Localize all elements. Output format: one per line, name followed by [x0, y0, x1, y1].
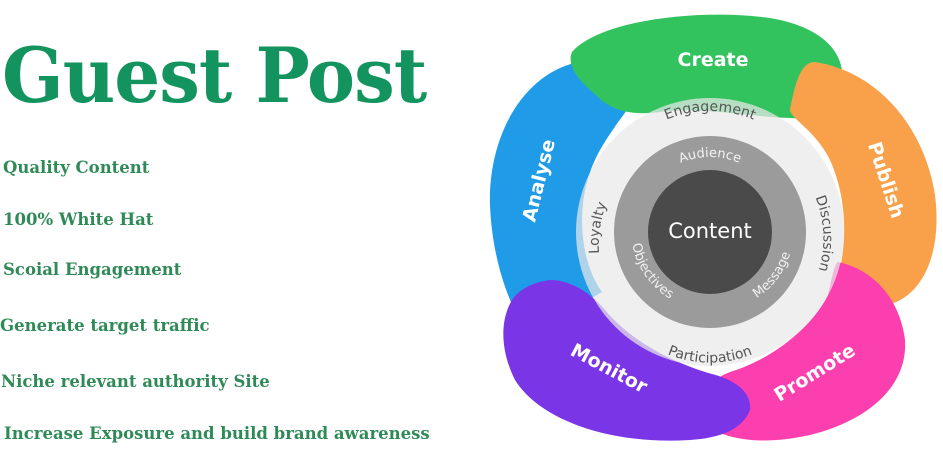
feature-list: Quality Content 100% White Hat Scoial En… — [0, 158, 430, 443]
petal-label-create: Create — [678, 49, 749, 71]
petal-create — [570, 14, 843, 119]
center-disc — [648, 170, 772, 294]
ring-label-participation: Participation — [666, 343, 754, 367]
petal-monitor — [503, 280, 751, 441]
petal-analyse — [489, 61, 634, 336]
feature-item-brand-awareness: Increase Exposure and build brand awaren… — [4, 424, 430, 443]
page-title: Guest Post — [2, 31, 427, 120]
feature-item-authority-site: Niche relevant authority Site — [1, 372, 270, 391]
content-cycle-diagram: Create Publish Promote Monitor Analyse E… — [483, 0, 943, 453]
center-label: Content — [668, 219, 752, 243]
feature-item-social-engagement: Scoial Engagement — [3, 260, 182, 279]
feature-item-quality-content: Quality Content — [3, 158, 150, 177]
petal-publish — [790, 62, 937, 307]
feature-item-white-hat: 100% White Hat — [3, 210, 154, 229]
petal-promote — [696, 262, 906, 441]
feature-item-target-traffic: Generate target traffic — [0, 316, 210, 335]
